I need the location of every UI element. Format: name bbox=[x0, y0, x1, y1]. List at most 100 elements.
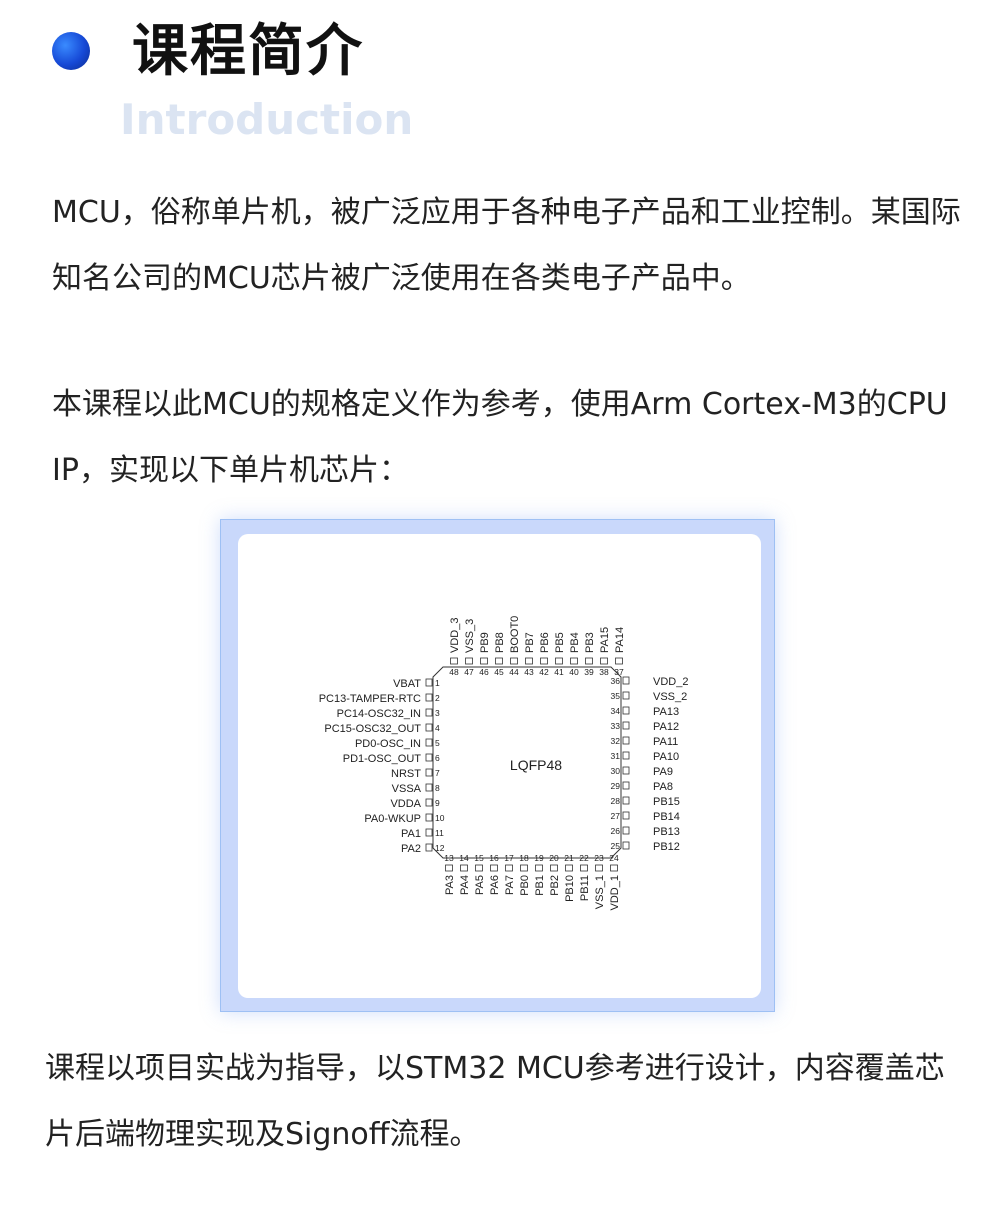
pin-number: 15 bbox=[474, 853, 484, 863]
pin-number: 42 bbox=[539, 667, 549, 677]
pin-pad bbox=[585, 657, 593, 665]
pin-label: PB9 bbox=[479, 632, 491, 653]
pin-label: PB2 bbox=[549, 875, 561, 896]
pin-number: 7 bbox=[435, 768, 440, 778]
scope-paragraph: 本课程以此MCU的规格定义作为参考，使用Arm Cortex-M3的CPU IP… bbox=[52, 387, 948, 488]
pin-pad bbox=[622, 766, 630, 775]
pin-number: 12 bbox=[435, 843, 445, 853]
pin-label: PB10 bbox=[564, 875, 576, 902]
pin-number: 44 bbox=[509, 667, 519, 677]
title-bullet-icon bbox=[52, 32, 90, 70]
pin-label: PB7 bbox=[524, 632, 536, 653]
pin-number: 45 bbox=[494, 667, 504, 677]
pin-pad bbox=[622, 826, 630, 835]
pin-label: PA13 bbox=[653, 706, 679, 718]
pin-pad bbox=[622, 811, 630, 820]
pin-label: PB11 bbox=[579, 875, 591, 901]
pin-label: VDD_2 bbox=[653, 676, 688, 688]
pin-pad bbox=[425, 738, 433, 747]
pin-label: PA5 bbox=[474, 875, 486, 895]
pin-number: 27 bbox=[611, 811, 621, 821]
pin-label: PB6 bbox=[539, 632, 551, 653]
pin-number: 17 bbox=[504, 853, 514, 863]
pins-layer: 1VBAT2PC13-TAMPER-RTC3PC14-OSC32_IN4PC15… bbox=[319, 616, 689, 911]
pin-label: PA11 bbox=[653, 736, 678, 748]
pin-label: PB15 bbox=[653, 796, 680, 808]
pin-number: 11 bbox=[435, 828, 444, 838]
pin-pad bbox=[622, 796, 630, 805]
pin-label: PA1 bbox=[401, 828, 421, 840]
pin-label: VSS_2 bbox=[653, 691, 687, 703]
pin-number: 33 bbox=[611, 721, 621, 731]
pin-pad bbox=[475, 864, 483, 872]
pin-number: 32 bbox=[611, 736, 621, 746]
pin-pad bbox=[622, 751, 630, 760]
pin-number: 43 bbox=[524, 667, 534, 677]
pin-label: PC14-OSC32_IN bbox=[337, 708, 421, 720]
pin-number: 2 bbox=[435, 693, 440, 703]
chip-pinout-svg: LQFP48 1VBAT2PC13-TAMPER-RTC3PC14-OSC32_… bbox=[319, 616, 689, 911]
pin-pad bbox=[565, 864, 573, 872]
pin-label: PA4 bbox=[459, 875, 471, 895]
pin-label: PB0 bbox=[519, 875, 531, 896]
pin-number: 10 bbox=[435, 813, 445, 823]
pin-pad bbox=[425, 813, 433, 822]
pin-number: 31 bbox=[611, 751, 621, 761]
pin-pad bbox=[460, 864, 468, 872]
pin-pad bbox=[425, 798, 433, 807]
pin-label: NRST bbox=[391, 768, 421, 780]
pin-number: 48 bbox=[449, 667, 459, 677]
pin-pad bbox=[425, 693, 433, 702]
pin-pad bbox=[465, 657, 473, 665]
pin-pad bbox=[595, 864, 603, 872]
pin-pad bbox=[555, 657, 563, 665]
pin-pad bbox=[622, 841, 630, 850]
pin-pad bbox=[610, 864, 618, 872]
pin-pad bbox=[570, 657, 578, 665]
pin-label: PA14 bbox=[614, 627, 626, 653]
pin-pad bbox=[622, 691, 630, 700]
pin-number: 8 bbox=[435, 783, 440, 793]
pin-label: PA6 bbox=[489, 875, 501, 895]
pin-label: PA15 bbox=[599, 627, 611, 653]
pin-label: PB4 bbox=[569, 632, 581, 653]
pin-pad bbox=[580, 864, 588, 872]
pin-number: 46 bbox=[479, 667, 489, 677]
pin-pad bbox=[425, 843, 433, 852]
pin-number: 13 bbox=[444, 853, 454, 863]
pin-label: PC13-TAMPER-RTC bbox=[319, 693, 421, 705]
pin-number: 14 bbox=[459, 853, 469, 863]
pin-label: PB5 bbox=[554, 632, 566, 653]
pin-pad bbox=[535, 864, 543, 872]
pin-pad bbox=[622, 676, 630, 685]
pin-label: VSSA bbox=[392, 783, 422, 795]
pin-pad bbox=[425, 828, 433, 837]
pin-label: PB1 bbox=[534, 875, 546, 896]
pin-number: 23 bbox=[594, 853, 604, 863]
pin-number: 5 bbox=[435, 738, 440, 748]
pin-number: 1 bbox=[435, 678, 440, 688]
pin-pad bbox=[622, 721, 630, 730]
pin-pad bbox=[505, 864, 513, 872]
pin-label: PA10 bbox=[653, 751, 679, 763]
pin-pad bbox=[540, 657, 548, 665]
pin-label: PD0-OSC_IN bbox=[355, 738, 421, 750]
pin-number: 37 bbox=[614, 667, 624, 677]
pin-label: VDDA bbox=[390, 798, 421, 810]
pin-label: PA12 bbox=[653, 721, 679, 733]
package-label: LQFP48 bbox=[510, 757, 562, 773]
pin-label: PA9 bbox=[653, 766, 673, 778]
pin-number: 4 bbox=[435, 723, 440, 733]
pin-number: 28 bbox=[611, 796, 621, 806]
chip-body bbox=[432, 666, 622, 859]
pin-number: 36 bbox=[611, 676, 621, 686]
page-subtitle: Introduction bbox=[120, 95, 414, 144]
pin-pad bbox=[622, 706, 630, 715]
pin-label: PA0-WKUP bbox=[364, 813, 421, 825]
pin-label: VBAT bbox=[393, 678, 421, 690]
pin-number: 26 bbox=[611, 826, 621, 836]
pin-number: 25 bbox=[611, 841, 621, 851]
pin-label: PB13 bbox=[653, 826, 680, 838]
pin-pad bbox=[425, 768, 433, 777]
pin-label: VSS_1 bbox=[594, 875, 606, 909]
